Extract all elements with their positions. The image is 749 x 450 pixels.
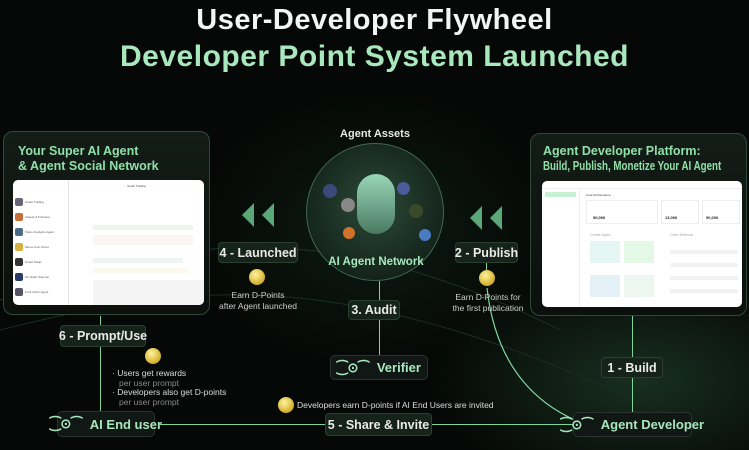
dashboard-screenshot: Core Performance 90,000 13,000 90,000 Cr… xyxy=(542,181,742,307)
developer-platform-panel: Agent Developer Platform:Build, Publish,… xyxy=(530,133,747,316)
step-prompt: 6 - Prompt/Use xyxy=(59,325,147,347)
reward-notes: · Users get rewards per user prompt · De… xyxy=(112,368,227,407)
chat-header: Smart Trading xyxy=(127,184,146,188)
user-icon: ⁐⊙⁀ xyxy=(49,416,82,431)
step-build: 1 - Build xyxy=(601,357,663,378)
developer-icon: ⁐⊙⁀ xyxy=(560,416,593,432)
panel-title: Your Super AI Agent& Agent Social Networ… xyxy=(18,144,159,173)
agent-avatar xyxy=(357,174,395,234)
page-subtitle: Developer Point System Launched xyxy=(120,40,629,73)
page-title: User-Developer Flywheel xyxy=(196,4,553,36)
panel-title: Agent Developer Platform:Build, Publish,… xyxy=(543,144,722,173)
agent-assets-heading: Agent Assets xyxy=(340,128,410,140)
publish-curve xyxy=(486,287,576,421)
super-agent-panel: Your Super AI Agent& Agent Social Networ… xyxy=(3,131,210,315)
chevron-left-icon xyxy=(490,206,502,230)
chevron-left-icon xyxy=(470,206,482,230)
agent-network-label: AI Agent Network xyxy=(328,256,424,268)
step-audit: 3. Audit xyxy=(348,300,400,320)
verifier-icon: ⁐⊙⁀ xyxy=(337,359,369,375)
coin-icon xyxy=(249,269,265,285)
end-user-node: ⁐⊙⁀AI End user xyxy=(50,411,162,437)
chat-list: Smart Trading Claude 3.5 Sonnet Token An… xyxy=(13,180,69,305)
coin-icon xyxy=(479,270,495,286)
agent-developer-node: ⁐⊙⁀Agent Developer xyxy=(561,412,704,437)
coin-icon xyxy=(145,348,161,364)
step-publish: 2 - Publish xyxy=(455,242,518,263)
step-share-invite: 5 - Share & Invite xyxy=(325,413,432,436)
chat-app-screenshot: Smart Trading Claude 3.5 Sonnet Token An… xyxy=(13,180,204,305)
step-launched: 4 - Launched xyxy=(218,242,298,263)
chevron-left-icon xyxy=(242,203,254,227)
verifier-node: ⁐⊙⁀Verifier xyxy=(330,355,428,380)
coin-icon xyxy=(278,397,294,413)
invite-note: Developers earn D-points if AI End Users… xyxy=(297,400,494,410)
arrow-to-end-user xyxy=(158,424,325,425)
agent-network-circle: AI Agent Network xyxy=(306,143,444,281)
chevron-left-icon xyxy=(262,203,274,227)
